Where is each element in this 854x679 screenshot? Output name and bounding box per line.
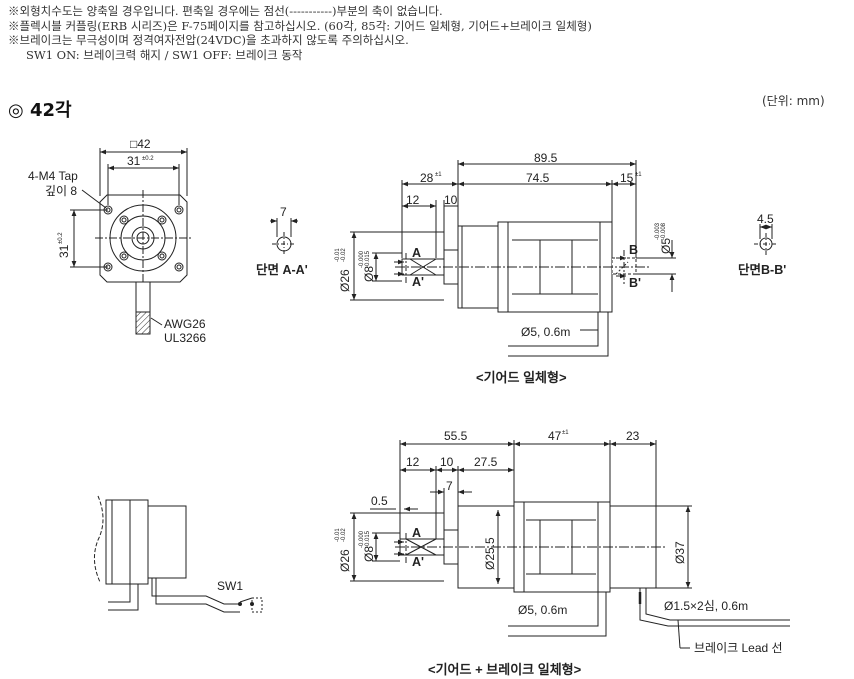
geared-od-tol-dn: -0.02 (341, 248, 347, 262)
notes-block: ※외형치수도는 양축일 경우입니다. 편축일 경우에는 점선(---------… (8, 4, 592, 62)
brake-cable (508, 592, 607, 637)
geared-od-tol-up: -0.01 (335, 248, 341, 262)
geared-body-dim: 74.5 (526, 171, 550, 185)
geared-total-dim: 89.5 (534, 151, 558, 165)
note-4: SW1 ON: 브레이크력 해지 / SW1 OFF: 브레이크 동작 (26, 47, 303, 62)
unit-label: (단위: mm) (762, 94, 825, 108)
brake-label-a: A (412, 526, 421, 540)
brake-shaft-dim: Ø8 (362, 546, 376, 562)
geared-flange-dim: 28 (420, 171, 434, 185)
section-b-caption: 단면B-B' (738, 262, 786, 277)
brake-inner-dim: Ø25.5 (483, 537, 497, 570)
brake-47-dim: 47 (548, 429, 562, 443)
tap-hole (174, 205, 184, 215)
tap-hole (174, 262, 184, 272)
brake-7-dim: 7 (446, 479, 453, 493)
brake-47-tol: ±1 (562, 430, 569, 436)
brake-lead-dim: Ø1.5×2심, 0.6m (664, 599, 748, 613)
geared-side-view (350, 160, 676, 357)
geared-rear-tol-dn: -0.008 (661, 222, 667, 240)
section-b-view (754, 224, 778, 255)
note-2: ※플렉시블 커플링(ERB 시리즈)은 F-75페이지를 참고하십시오. (60… (8, 18, 592, 33)
page-title: ◎ 42각 (8, 100, 72, 121)
geared-cable (508, 312, 609, 357)
geared-flange-tol: ±1 (435, 172, 442, 178)
geared-10-dim: 10 (444, 193, 458, 207)
brake-shaft-tol-up: -0.000 (359, 530, 365, 548)
brake-side-view (350, 440, 790, 649)
geared-label-b: B (629, 243, 638, 257)
brake-lead-label: 브레이크 Lead 선 (694, 641, 783, 655)
geared-rear-tol: ±1 (635, 172, 642, 178)
front-pitch-dim: 31 (127, 154, 141, 168)
brake-23-dim: 23 (626, 429, 640, 443)
front-pitch-tol: ±0.2 (142, 156, 154, 162)
note-3: ※브레이크는 무극성이며 정격여자전압(24VDC)을 초과하지 않도록 주의하… (8, 33, 409, 47)
geared-cable-dim: Ø5, 0.6m (521, 325, 570, 339)
geared-shaft-dim: Ø8 (362, 266, 376, 282)
front-flange (99, 194, 188, 283)
geared-label-b2: B' (629, 276, 641, 290)
front-depth-label: 깊이 8 (45, 184, 77, 198)
brake-label-a2: A' (412, 555, 424, 569)
front-vpitch-tol: ±0.2 (58, 232, 64, 244)
brake-od-dim: Ø26 (338, 549, 352, 572)
front-cable-awg: AWG26 (164, 317, 206, 331)
front-cable-ul: UL3266 (164, 331, 206, 345)
front-vpitch-dim: 31 (57, 244, 71, 258)
brake-555-dim: 55.5 (444, 429, 468, 443)
section-a-caption: 단면 A-A' (256, 262, 308, 277)
geared-12-dim: 12 (406, 193, 420, 207)
geared-shaft-tol-dn: -0.015 (365, 250, 371, 268)
brake-shaft-tol-dn: -0.015 (365, 530, 371, 548)
brake-od-tol-dn: -0.02 (341, 528, 347, 542)
brake-od-tol-up: -0.01 (335, 528, 341, 542)
brake-12-dim: 12 (406, 455, 420, 469)
brake-small-view (94, 495, 263, 613)
front-size-dim: □42 (130, 137, 151, 151)
front-tap-label: 4-M4 Tap (28, 169, 78, 183)
brake-sw-label: SW1 (217, 579, 243, 593)
geared-caption: <기어드 일체형> (476, 370, 567, 385)
section-a-view (270, 218, 298, 256)
section-b-dim: 4.5 (757, 212, 774, 226)
geared-label-a: A (412, 246, 421, 260)
geared-label-a2: A' (412, 275, 424, 289)
geared-od-dim: Ø26 (338, 269, 352, 292)
front-cable (135, 281, 151, 313)
geared-rear-dim: 15 (620, 171, 634, 185)
brake-caption: <기어드 + 브레이크 일체형> (428, 662, 582, 677)
brake-cable-dim: Ø5, 0.6m (518, 603, 567, 617)
section-a-dim: 7 (280, 205, 287, 219)
front-view (70, 148, 192, 335)
geared-rear-shaft-dim: Ø5 (659, 238, 673, 254)
brake-10-dim: 10 (440, 455, 454, 469)
brake-05-dim: 0.5 (371, 494, 388, 508)
note-1: ※외형치수도는 양축일 경우입니다. 편축일 경우에는 점선(---------… (8, 4, 443, 18)
geared-shaft-tol-up: -0.000 (359, 250, 365, 268)
brake-275-dim: 27.5 (474, 455, 498, 469)
brake-diameter-dim: Ø37 (673, 541, 687, 564)
geared-rear-tol-up: -0.003 (655, 222, 661, 240)
